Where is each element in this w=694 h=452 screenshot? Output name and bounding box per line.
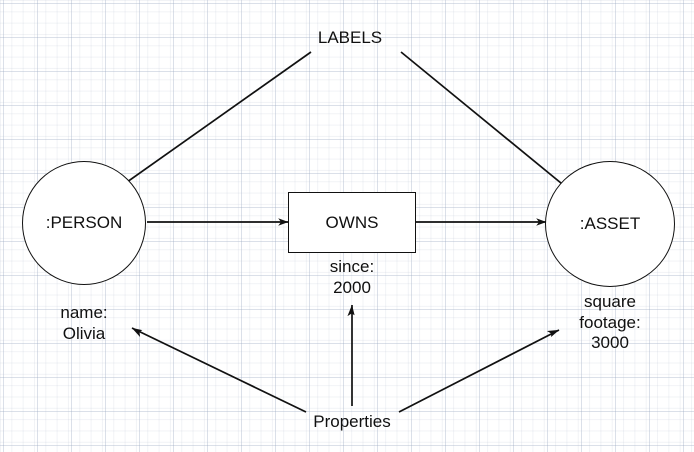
node-owns[interactable]: OWNS xyxy=(288,192,416,253)
callout-labels-to-person xyxy=(95,51,312,205)
callout-labels-to-asset xyxy=(400,51,590,207)
node-person-label: :PERSON xyxy=(45,213,123,233)
node-asset-label: :ASSET xyxy=(579,214,641,234)
properties-callout-text: Properties xyxy=(313,412,391,431)
asset-property-text: square footage: 3000 xyxy=(579,292,641,353)
owns-property-text: since: 2000 xyxy=(329,257,375,297)
callout-properties-to-person-property xyxy=(131,327,307,413)
node-person[interactable]: :PERSON xyxy=(22,161,146,285)
person-property-text: name: Olivia xyxy=(60,303,108,343)
callout-properties-to-asset-property xyxy=(398,329,560,413)
node-asset[interactable]: :ASSET xyxy=(545,161,675,287)
labels-callout-text: LABELS xyxy=(317,28,383,47)
node-owns-label: OWNS xyxy=(325,212,379,232)
